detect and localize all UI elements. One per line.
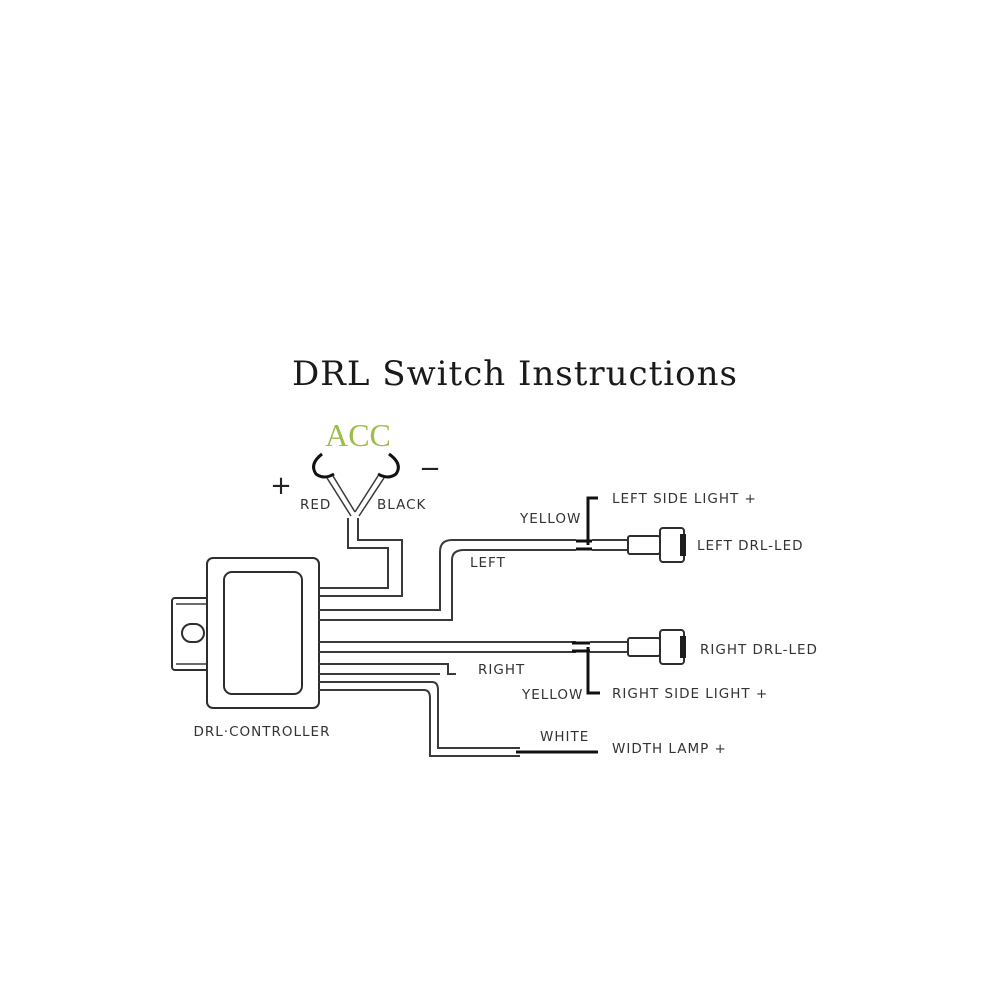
left-drl-led-plug-icon xyxy=(627,527,686,563)
acc-power-wires xyxy=(318,475,403,597)
right-wire-label: RIGHT xyxy=(478,662,525,678)
left-side-light-label: LEFT SIDE LIGHT + xyxy=(612,491,757,507)
controller-label: DRL·CONTROLLER xyxy=(194,724,331,740)
black-wire-label: BLACK xyxy=(377,497,427,513)
controller-label-panel xyxy=(223,571,303,695)
right-drl-led-plug-icon xyxy=(627,629,686,665)
yellow-wire-label-left: YELLOW xyxy=(519,511,581,527)
acc-negative-terminal-icon xyxy=(377,452,400,479)
drl-controller xyxy=(171,557,320,709)
right-side-light-label: RIGHT SIDE LIGHT + xyxy=(612,686,768,702)
acc-label: ACC xyxy=(325,417,391,453)
right-wire-bundle xyxy=(318,641,628,695)
left-drl-led-label: LEFT DRL-LED xyxy=(697,538,804,554)
red-wire-label: RED xyxy=(300,497,331,513)
controller-feed-wires xyxy=(318,663,456,675)
width-lamp-label: WIDTH LAMP + xyxy=(612,741,727,757)
diagram-title: DRL Switch Instructions xyxy=(292,354,738,394)
white-wire xyxy=(318,681,598,757)
acc-positive-terminal-icon xyxy=(312,452,335,479)
plus-symbol: + xyxy=(270,471,292,501)
yellow-wire-label-right: YELLOW xyxy=(521,687,583,703)
white-wire-label: WHITE xyxy=(540,729,589,745)
right-drl-led-label: RIGHT DRL-LED xyxy=(700,642,818,658)
left-wire-bundle xyxy=(318,496,628,621)
controller-mount-hole-icon xyxy=(181,623,205,643)
left-wire-label: LEFT xyxy=(470,555,506,571)
minus-symbol: − xyxy=(419,454,441,484)
